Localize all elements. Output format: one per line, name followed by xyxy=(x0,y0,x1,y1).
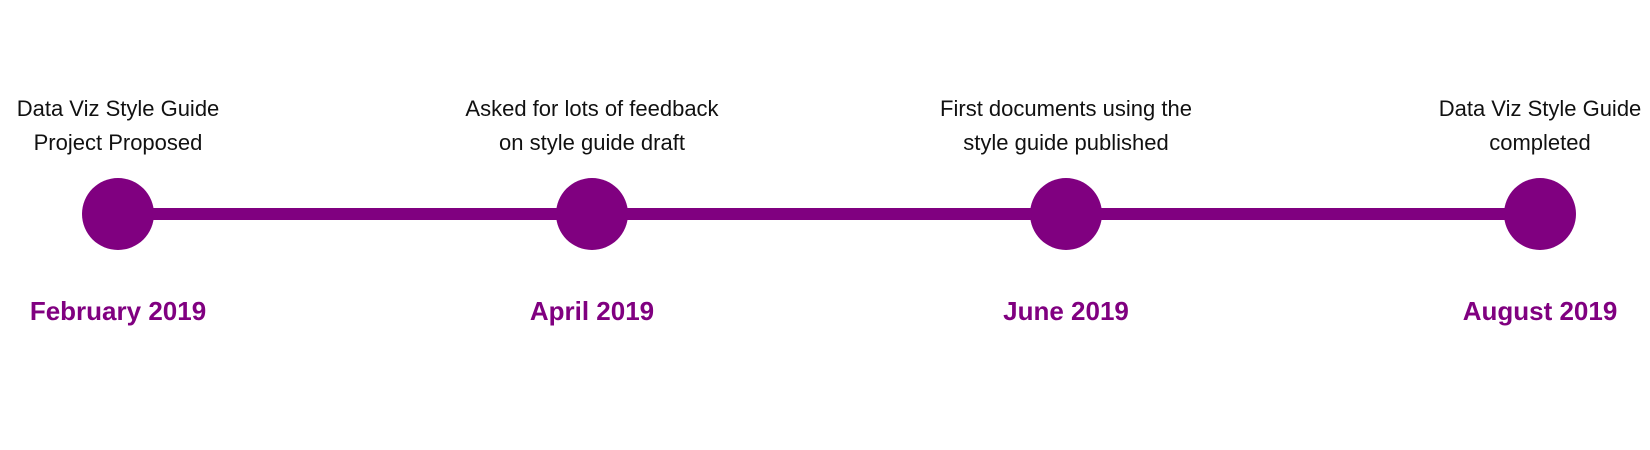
milestone-apr-2019: Asked for lots of feedback on style guid… xyxy=(392,0,792,450)
milestone-description: Data Viz Style Guide Project Proposed xyxy=(0,92,318,160)
milestone-description-line: completed xyxy=(1489,130,1591,155)
milestone-description-line: Project Proposed xyxy=(33,130,203,155)
milestone-description: Asked for lots of feedback on style guid… xyxy=(392,92,792,160)
milestone-description-line: style guide published xyxy=(963,130,1169,155)
milestone-aug-2019: Data Viz Style Guide completed August 20… xyxy=(1340,0,1650,450)
milestone-date: April 2019 xyxy=(529,296,655,326)
milestone-description-line: Data Viz Style Guide xyxy=(1438,96,1642,121)
milestone-description: Data Viz Style Guide completed xyxy=(1340,92,1650,160)
milestone-description-line: Data Viz Style Guide xyxy=(16,96,220,121)
milestone-marker xyxy=(82,178,154,250)
milestone-date: June 2019 xyxy=(1003,296,1129,326)
milestone-date: August 2019 xyxy=(1462,296,1618,326)
milestone-description-line: Asked for lots of feedback xyxy=(465,96,719,121)
milestone-marker xyxy=(1504,178,1576,250)
milestone-description-line: on style guide draft xyxy=(499,130,685,155)
milestone-jun-2019: First documents using the style guide pu… xyxy=(866,0,1266,450)
milestone-date: February 2019 xyxy=(29,296,207,326)
milestone-marker xyxy=(556,178,628,250)
milestone-description: First documents using the style guide pu… xyxy=(866,92,1266,160)
milestone-description-line: First documents using the xyxy=(940,96,1192,121)
timeline-line xyxy=(117,208,1541,220)
milestone-feb-2019: Data Viz Style Guide Project Proposed Fe… xyxy=(0,0,318,450)
milestone-marker xyxy=(1030,178,1102,250)
